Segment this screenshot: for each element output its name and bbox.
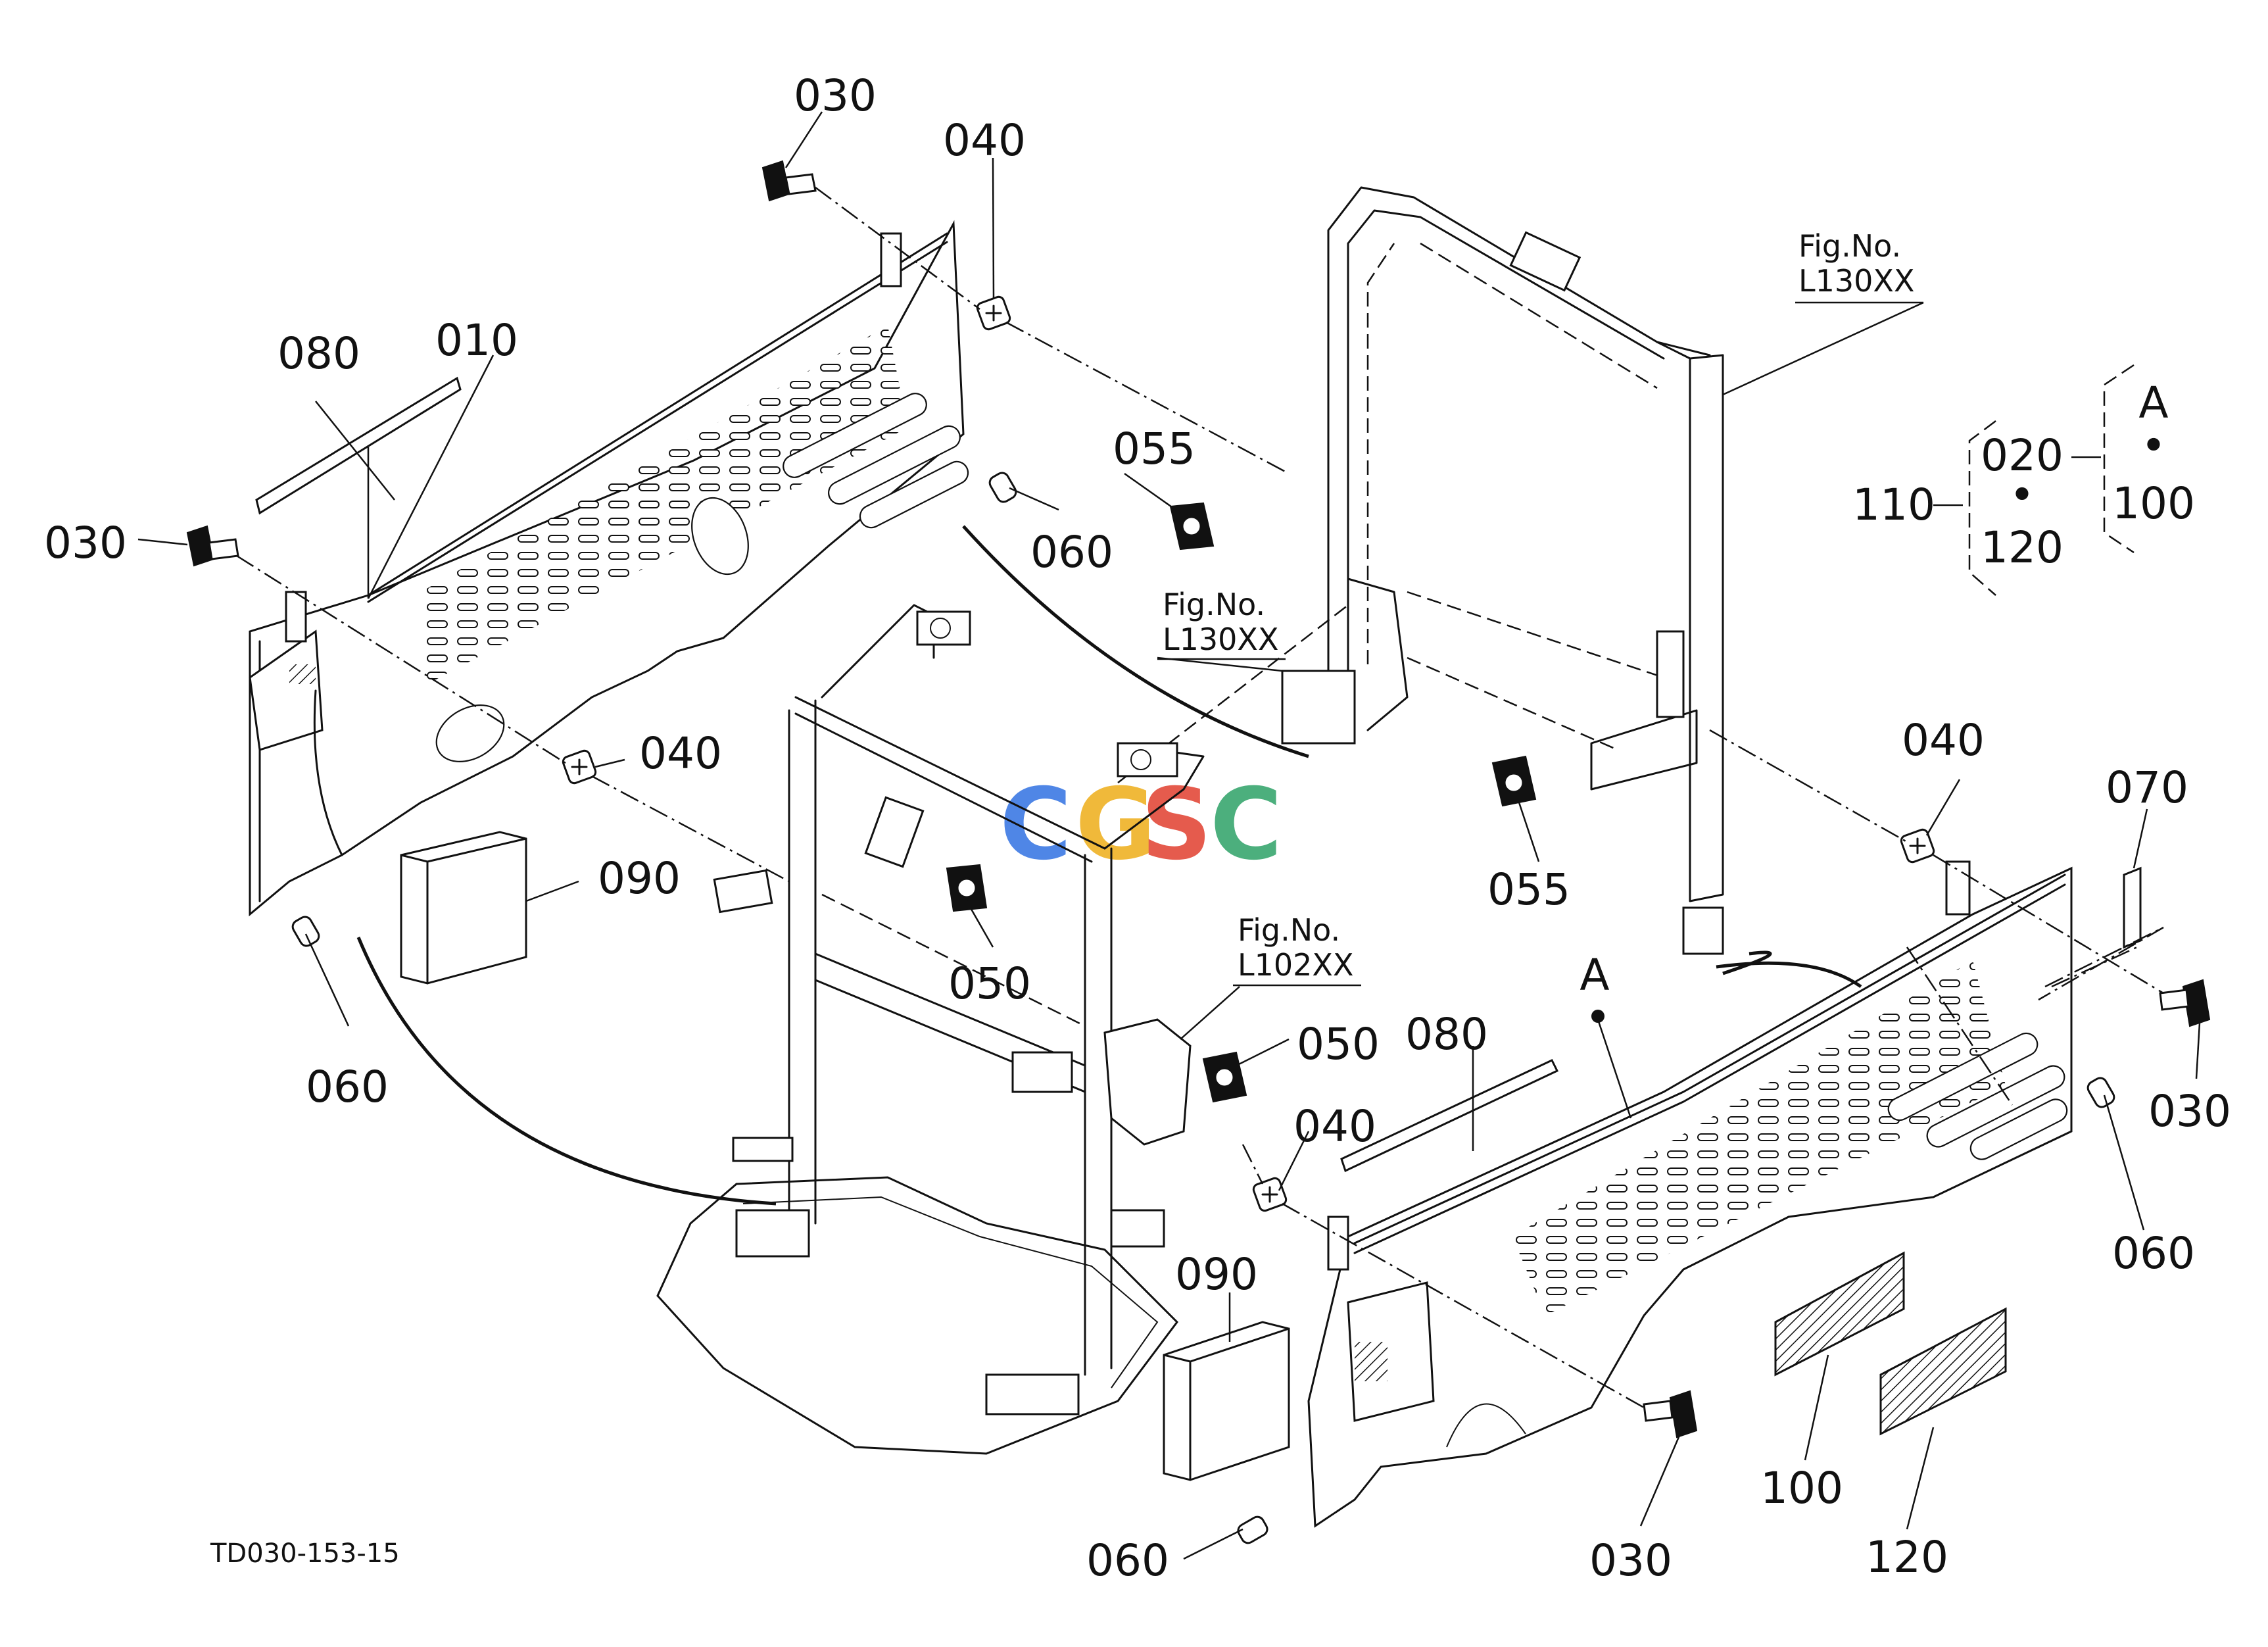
callout-040-left: 040 [639,728,722,779]
strip-070 [2123,866,2142,949]
group-key-120: 120 [1981,522,2063,573]
group-key-a: A [2138,378,2168,428]
label-plate-120 [1879,1307,2007,1436]
callout-090-upper: 090 [598,853,681,904]
group-key-dot-2: • [2141,420,2167,471]
watermark-letter-3: S [1141,768,1212,882]
clip-040-right [1900,828,1935,864]
seal-strip-lower [1340,1059,1559,1173]
callout-060-right: 060 [2112,1228,2195,1279]
drawing-code: TD030-153-15 [210,1538,400,1569]
clip-040-bottom [1252,1177,1288,1212]
callout-080-upper: 080 [277,328,360,379]
callout-120-lower: 120 [1866,1532,1948,1583]
callout-055-upper: 055 [1113,424,1195,474]
latch-030-right [2159,979,2211,1027]
latch-030-bottom [1643,1390,1698,1438]
latch-030-top [761,160,817,202]
callout-060-top: 060 [1030,527,1113,578]
callout-010: 010 [435,315,518,366]
callout-040-top: 040 [943,115,1026,166]
callout-030-left: 030 [44,518,127,568]
bushing-060-top [988,472,1017,503]
watermark-letter-4: C [1210,768,1282,882]
callout-055-lower: 055 [1487,864,1570,915]
insert-arrows [356,525,1862,1206]
callout-090-lower: 090 [1175,1249,1258,1300]
fig-ref-2-line2: L130XX [1163,622,1278,657]
fig-ref-1-line1: Fig.No. [1798,228,1901,264]
assembly-lines [236,186,2164,1409]
callout-040-right: 040 [1902,715,1985,766]
foam-pad-upper [400,831,527,985]
callout-100-lower: 100 [1760,1463,1843,1513]
callout-040-bottom: 040 [1293,1101,1376,1152]
callout-080-lower: 080 [1405,1009,1488,1060]
bushing-060-left [291,916,320,947]
callout-030-right: 030 [2148,1086,2231,1137]
clip-040-left [562,749,597,785]
label-plate-100 [1774,1251,1905,1377]
latch-030-left [186,525,239,567]
watermark-logo: C G S C [1000,768,1282,882]
group-key-100: 100 [2112,478,2195,529]
bushing-060-bottom [1237,1515,1268,1544]
assembly-group-key: 110 020 • 120 A • 100 [1852,364,2195,596]
center-frame [656,604,1349,1455]
fig-ref-2-line1: Fig.No. [1163,587,1265,622]
callout-030-top: 030 [794,70,877,121]
rear-frame [1169,186,1724,955]
leader-lines [137,111,2201,1560]
callout-060-left: 060 [306,1062,389,1112]
right-side-cover [1307,860,2073,1528]
callout-050-lower: 050 [1297,1019,1380,1069]
watermark-letter-1: C [1000,768,1072,882]
figure-reference-labels: Fig.No. L130XX Fig.No. L130XX Fig.No. L1… [1157,228,1923,987]
seal-strip-upper [255,376,462,515]
fig-ref-3-line1: Fig.No. [1238,912,1340,948]
fig-ref-3-line2: L102XX [1238,947,1353,983]
callout-050-upper: 050 [948,958,1031,1009]
group-key-110: 110 [1852,479,1935,530]
callout-030-bottom: 030 [1589,1535,1672,1586]
callout-060-bottom: 060 [1086,1535,1169,1586]
bushing-060-right [2087,1077,2115,1108]
group-key-020: 020 [1981,430,2063,481]
fig-ref-1-line2: L130XX [1798,263,1914,299]
callout-070: 070 [2106,762,2188,813]
callout-a-lower: A [1580,950,1609,1000]
clip-040-top [976,295,1011,331]
left-side-cover [249,220,969,917]
callout-labels: 030 040 010 080 030 055 060 040 090 060 … [44,70,2231,1586]
group-key-dot-1: • [2010,470,2035,520]
watermark-letter-2: G [1075,768,1156,882]
foam-pad-lower [1163,1321,1290,1481]
